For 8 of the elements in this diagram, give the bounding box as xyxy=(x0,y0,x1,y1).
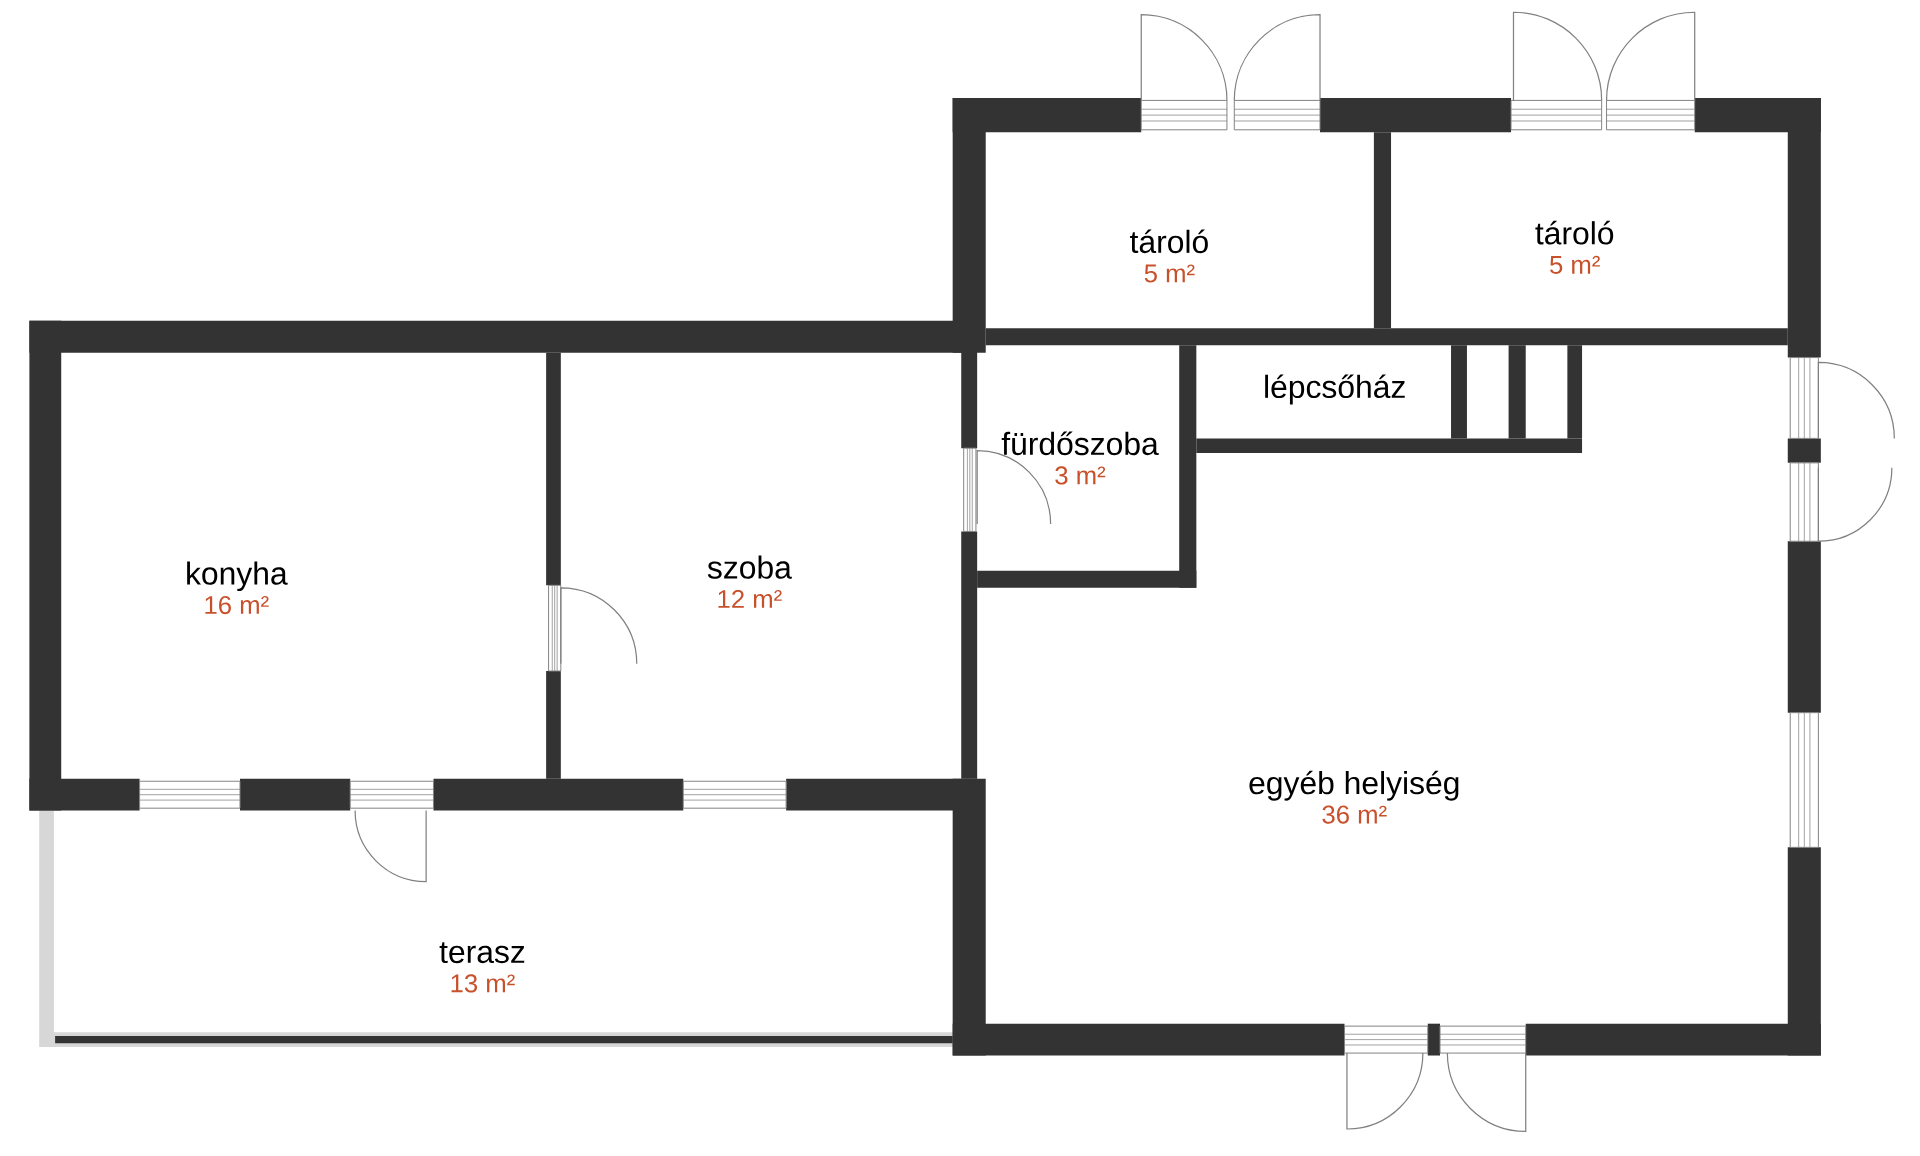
room-label: lépcsőház xyxy=(1265,374,1405,405)
room-label: terasz 13 m² xyxy=(439,942,525,993)
room-label: egyéb helyiség 36 m² xyxy=(1249,770,1459,824)
room-label: tároló 5 m² xyxy=(1130,229,1208,283)
room-label: fürdőszoba 3 m² xyxy=(1001,431,1159,485)
room-label: tároló 5 m² xyxy=(1535,220,1614,274)
room-label: konyha 16 m² xyxy=(187,561,288,615)
room-label: szoba 12 m² xyxy=(707,555,792,608)
